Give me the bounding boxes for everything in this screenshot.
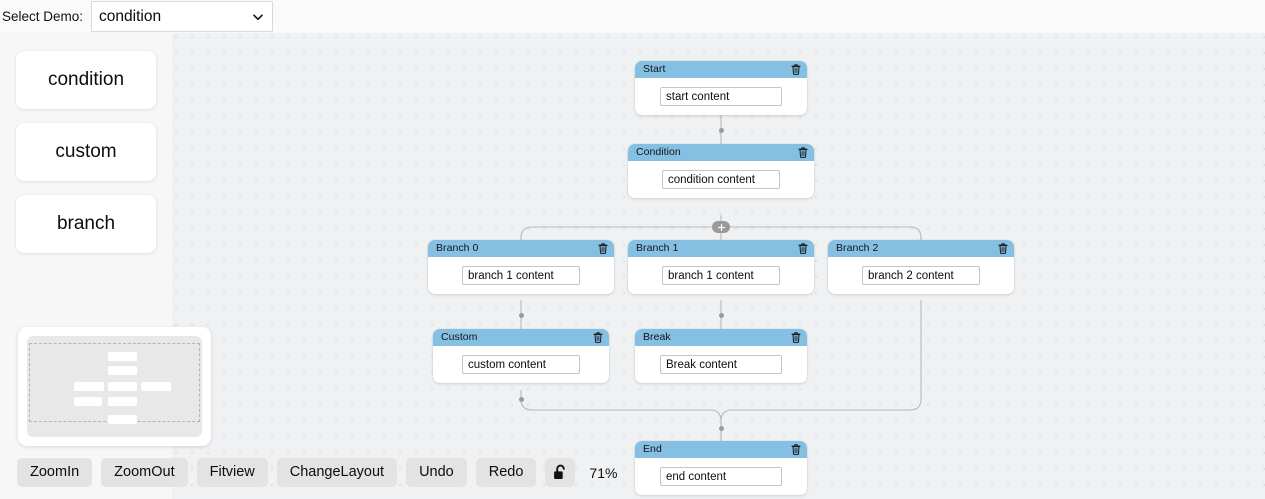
node-input-break[interactable] [660, 355, 782, 374]
minimap-node [141, 382, 171, 391]
node-body-branch0 [428, 257, 614, 294]
zoom-out-button[interactable]: ZoomOut [101, 458, 188, 487]
node-input-branch2[interactable] [862, 266, 980, 285]
trash-icon [592, 332, 603, 343]
delete-node-button-branch2[interactable] [997, 243, 1008, 255]
node-header-branch1: Branch 1 [628, 240, 814, 257]
minimap-node [74, 382, 104, 391]
node-body-end [635, 458, 807, 495]
flow-node-condition[interactable]: Condition [628, 144, 814, 198]
edge-handle-merge-end[interactable] [718, 426, 724, 431]
minimap-node [108, 415, 137, 424]
node-input-custom[interactable] [462, 355, 580, 374]
minimap-node [108, 397, 137, 406]
edge-handle-branch1-break[interactable] [718, 313, 724, 318]
delete-node-button-branch0[interactable] [597, 243, 608, 255]
flow-node-break[interactable]: Break [635, 329, 807, 383]
node-input-start[interactable] [660, 87, 782, 106]
sidebar-button-condition[interactable]: condition [16, 51, 156, 109]
unlock-icon [554, 464, 565, 479]
node-title-break: Break [643, 331, 671, 344]
fitview-button[interactable]: Fitview [196, 458, 268, 487]
node-header-branch2: Branch 2 [828, 240, 1014, 257]
trash-icon [790, 64, 801, 75]
delete-node-button-break[interactable] [790, 332, 801, 344]
node-header-custom: Custom [433, 329, 609, 346]
trash-icon [597, 243, 608, 254]
redo-button[interactable]: Redo [475, 458, 537, 487]
zoom-in-button[interactable]: ZoomIn [17, 458, 93, 487]
edge-custom-end [520, 390, 722, 441]
flow-node-branch0[interactable]: Branch 0 [428, 240, 614, 294]
node-body-break [635, 346, 807, 383]
edge-condition-branch2 [721, 226, 922, 240]
minimap[interactable] [18, 327, 211, 446]
node-body-start [635, 78, 807, 115]
minimap-inner [27, 336, 202, 437]
node-body-condition [628, 161, 814, 198]
node-input-branch0[interactable] [462, 266, 580, 285]
minimap-node [108, 366, 137, 375]
minimap-node [108, 382, 137, 391]
trash-icon [797, 243, 808, 254]
node-header-break: Break [635, 329, 807, 346]
flow-node-end[interactable]: End [635, 441, 807, 495]
node-input-branch1[interactable] [662, 266, 780, 285]
trash-icon [797, 147, 808, 158]
flow-node-custom[interactable]: Custom [433, 329, 609, 383]
node-title-end: End [643, 443, 662, 456]
add-branch-button[interactable] [712, 221, 730, 233]
minimap-node [108, 352, 137, 361]
edge-handle-custom-end[interactable] [518, 397, 524, 402]
delete-node-button-condition[interactable] [797, 147, 808, 159]
plus-icon [717, 223, 725, 231]
delete-node-button-end[interactable] [790, 444, 801, 456]
lock-toggle-button[interactable] [545, 458, 576, 487]
node-body-custom [433, 346, 609, 383]
node-header-branch0: Branch 0 [428, 240, 614, 257]
zoom-level-label: 71% [589, 464, 618, 481]
undo-button[interactable]: Undo [406, 458, 467, 487]
node-body-branch1 [628, 257, 814, 294]
delete-node-button-custom[interactable] [592, 332, 603, 344]
node-header-start: Start [635, 61, 807, 78]
edge-handle-branch0-custom[interactable] [518, 313, 524, 318]
sidebar-button-branch[interactable]: branch [16, 195, 156, 253]
delete-node-button-branch1[interactable] [797, 243, 808, 255]
trash-icon [790, 332, 801, 343]
minimap-node [74, 397, 102, 406]
node-title-branch2: Branch 2 [836, 242, 879, 255]
node-body-branch2 [828, 257, 1014, 294]
delete-node-button-start[interactable] [790, 64, 801, 76]
flow-node-branch1[interactable]: Branch 1 [628, 240, 814, 294]
demo-sidebar: condition custom branch [0, 33, 172, 499]
node-header-condition: Condition [628, 144, 814, 161]
node-title-branch0: Branch 0 [436, 242, 479, 255]
node-title-branch1: Branch 1 [636, 242, 679, 255]
node-input-end[interactable] [660, 467, 782, 486]
trash-icon [790, 444, 801, 455]
node-title-start: Start [643, 63, 666, 76]
edge-condition-branch0 [520, 226, 721, 240]
node-header-end: End [635, 441, 807, 458]
node-title-custom: Custom [441, 331, 478, 344]
trash-icon [997, 243, 1008, 254]
bottom-toolbar: ZoomIn ZoomOut Fitview ChangeLayout Undo… [0, 446, 617, 499]
node-title-condition: Condition [636, 146, 681, 159]
select-demo-label: Select Demo: [2, 9, 84, 24]
node-input-condition[interactable] [662, 170, 780, 189]
sidebar-button-custom[interactable]: custom [16, 123, 156, 181]
flow-node-start[interactable]: Start [635, 61, 807, 115]
change-layout-button[interactable]: ChangeLayout [276, 458, 398, 487]
flow-node-branch2[interactable]: Branch 2 [828, 240, 1014, 294]
edge-handle-start-condition[interactable] [718, 128, 724, 133]
flow-canvas[interactable]: StartConditionBranch 0 Branch 1 Branch 2 Cu… [172, 33, 1265, 499]
